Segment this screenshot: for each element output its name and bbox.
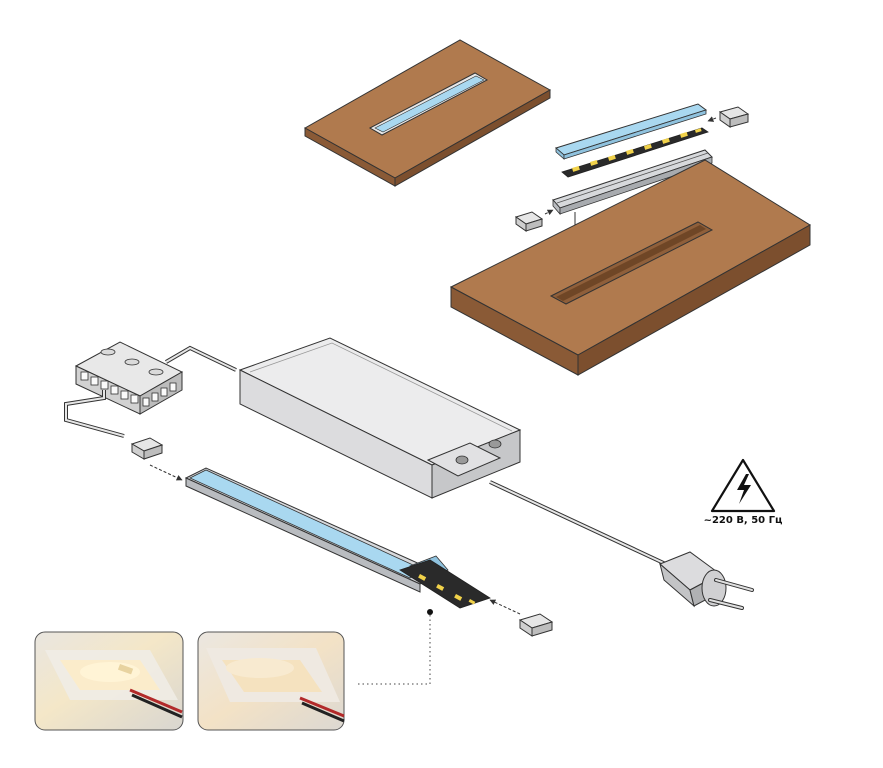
end-cap-bottom-right: [518, 613, 554, 637]
aluminium-profile-top: [552, 149, 713, 216]
end-cap-left: [514, 211, 544, 232]
cable-box-to-driver: [164, 345, 237, 372]
mains-plug: [659, 551, 754, 610]
end-cap-right: [718, 106, 750, 128]
led-profile-closed-photo: [197, 631, 345, 731]
profile-bottom: [130, 437, 554, 637]
led-profile-open-photo: [34, 631, 184, 731]
detail-callout-leader: [356, 609, 433, 685]
high-voltage-icon: [710, 458, 776, 513]
led-driver: [238, 337, 522, 499]
wood-panel-large: [449, 159, 811, 376]
led-tape-top: [561, 127, 709, 178]
voltage-label: ~220 В, 50 Гц: [703, 515, 783, 526]
diffuser-strip: [554, 103, 708, 160]
wood-panel-small: [303, 39, 552, 187]
profile-exploded: [514, 103, 750, 281]
junction-box: [74, 341, 184, 415]
end-cap-bottom-left: [130, 437, 164, 460]
